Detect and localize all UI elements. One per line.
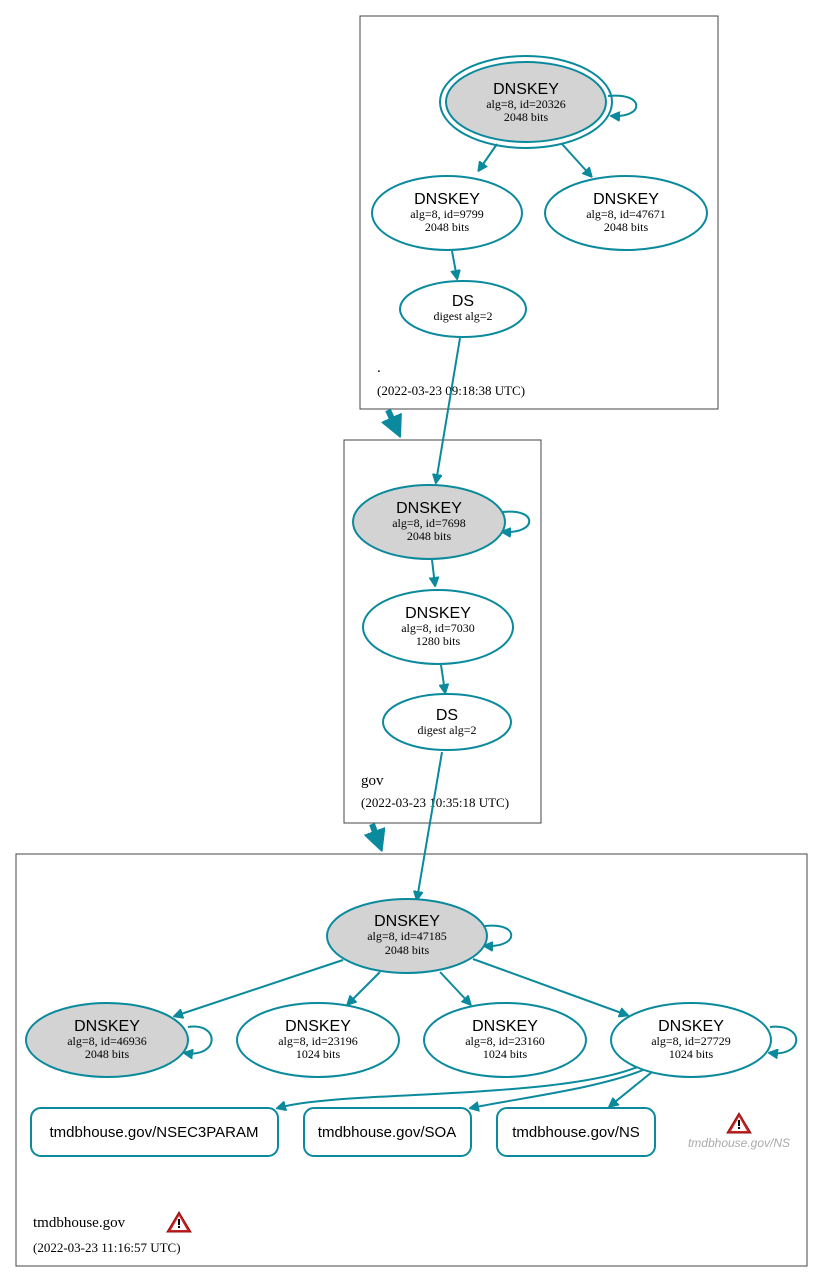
tmdb-k3-alg: alg=8, id=23160 [465, 1034, 545, 1048]
tmdb-k1-alg: alg=8, id=46936 [67, 1034, 147, 1048]
zone-root-name: . [377, 360, 381, 376]
edge-tmdb-ksk-k4 [472, 958, 627, 1015]
tmdb-ksk-bits: 2048 bits [385, 943, 430, 957]
edge-gov-ksk-zsk [432, 559, 435, 585]
edge-root-ds-gov-ksk [436, 337, 461, 482]
delegation-arrow-gov-tmdbhouse [372, 822, 380, 846]
tmdb-k2-node: DNSKEY alg=8, id=23196 1024 bits [236, 1002, 400, 1078]
zone-tmdbhouse-box [15, 853, 808, 1267]
rrset-nsec3param-node: tmdbhouse.gov/NSEC3PARAM [30, 1107, 279, 1157]
tmdb-k2-title: DNSKEY [285, 1018, 351, 1035]
edge-gov-ksk-self [503, 510, 531, 533]
edge-root-ksk-zsk2 [561, 143, 591, 176]
gov-ksk-node: DNSKEY alg=8, id=7698 2048 bits [352, 484, 506, 560]
tmdb-k2-bits: 1024 bits [296, 1047, 341, 1061]
zone-tmdbhouse-name: tmdbhouse.gov [33, 1215, 126, 1231]
warning-triangle-icon [166, 1211, 192, 1233]
edge-tmdb-k4-nsec3param [278, 1065, 641, 1108]
edge-tmdb-ksk-self [485, 924, 513, 947]
rrset-soa-label: tmdbhouse.gov/SOA [318, 1124, 456, 1141]
edge-gov-zsk-ds [441, 664, 445, 692]
tmdb-k3-title: DNSKEY [472, 1018, 538, 1035]
gov-ksk-bits: 2048 bits [407, 529, 452, 543]
edge-root-ksk-zsk1 [479, 143, 498, 170]
tmdb-k1-node: DNSKEY alg=8, id=46936 2048 bits [25, 1002, 189, 1078]
gov-zsk-title: DNSKEY [405, 605, 471, 622]
edge-tmdb-ksk-k1 [175, 959, 344, 1016]
rrset-ns-node: tmdbhouse.gov/NS [496, 1107, 656, 1157]
gov-zsk-node: DNSKEY alg=8, id=7030 1280 bits [362, 589, 514, 665]
tmdb-k2-alg: alg=8, id=23196 [278, 1034, 358, 1048]
tmdb-k4-bits: 1024 bits [669, 1047, 714, 1061]
warning-triangle-icon [726, 1112, 752, 1134]
root-ksk-node: DNSKEY alg=8, id=20326 2048 bits [439, 55, 613, 149]
edge-tmdb-k4-self [770, 1025, 798, 1054]
tmdb-ksk-node: DNSKEY alg=8, id=47185 2048 bits [326, 898, 488, 974]
root-zsk2-bits: 2048 bits [604, 220, 649, 234]
ghost-ns-label: tmdbhouse.gov/NS [688, 1136, 790, 1150]
root-zsk1-title: DNSKEY [414, 191, 480, 208]
edge-tmdb-ksk-k3 [439, 971, 470, 1004]
root-zsk2-alg: alg=8, id=47671 [586, 207, 666, 221]
root-ksk-title: DNSKEY [493, 81, 559, 98]
zone-gov-timestamp: (2022-03-23 10:35:18 UTC) [361, 795, 509, 810]
zone-root-box [359, 15, 719, 410]
edge-tmdb-k4-ns [610, 1071, 653, 1106]
root-zsk2-title: DNSKEY [593, 191, 659, 208]
edge-tmdb-k1-self [185, 1025, 213, 1054]
delegation-arrow-root-gov [388, 408, 398, 432]
root-ksk-alg: alg=8, id=20326 [486, 97, 566, 111]
tmdb-k4-alg: alg=8, id=27729 [651, 1034, 731, 1048]
zone-gov-name: gov [361, 773, 384, 789]
rrset-nsec3param-label: tmdbhouse.gov/NSEC3PARAM [50, 1124, 259, 1141]
tmdb-k3-node: DNSKEY alg=8, id=23160 1024 bits [423, 1002, 587, 1078]
root-ds-node: DS digest alg=2 [399, 280, 527, 338]
root-zsk1-node: DNSKEY alg=8, id=9799 2048 bits [371, 175, 523, 251]
zone-tmdbhouse-timestamp: (2022-03-23 11:16:57 UTC) [33, 1240, 181, 1255]
gov-ds-node: DS digest alg=2 [382, 693, 512, 751]
tmdb-ksk-alg: alg=8, id=47185 [367, 929, 447, 943]
gov-ds-title: DS [436, 707, 458, 724]
tmdb-k4-title: DNSKEY [658, 1018, 724, 1035]
tmdb-k1-bits: 2048 bits [85, 1047, 130, 1061]
gov-zsk-alg: alg=8, id=7030 [401, 621, 475, 635]
tmdb-k1-title: DNSKEY [74, 1018, 140, 1035]
edge-gov-ds-tmdb-ksk [417, 751, 443, 899]
root-ds-digest: digest alg=2 [433, 309, 492, 323]
rrset-soa-node: tmdbhouse.gov/SOA [303, 1107, 472, 1157]
root-zsk2-node: DNSKEY alg=8, id=47671 2048 bits [544, 175, 708, 251]
edge-root-zsk1-ds [452, 250, 457, 278]
rrset-ns-label: tmdbhouse.gov/NS [512, 1124, 640, 1141]
gov-ksk-title: DNSKEY [396, 500, 462, 517]
gov-zsk-bits: 1280 bits [416, 634, 461, 648]
root-zsk1-bits: 2048 bits [425, 220, 470, 234]
gov-ksk-alg: alg=8, id=7698 [392, 516, 466, 530]
tmdb-k4-node: DNSKEY alg=8, id=27729 1024 bits [610, 1002, 772, 1078]
edge-tmdb-k4-soa [471, 1069, 644, 1108]
edge-root-ksk-self [607, 94, 638, 117]
root-zsk1-alg: alg=8, id=9799 [410, 207, 484, 221]
edge-tmdb-ksk-k2 [348, 971, 381, 1004]
tmdb-k3-bits: 1024 bits [483, 1047, 528, 1061]
gov-ds-digest: digest alg=2 [417, 723, 476, 737]
root-ds-title: DS [452, 293, 474, 310]
root-ksk-bits: 2048 bits [504, 110, 549, 124]
tmdb-ksk-title: DNSKEY [374, 913, 440, 930]
